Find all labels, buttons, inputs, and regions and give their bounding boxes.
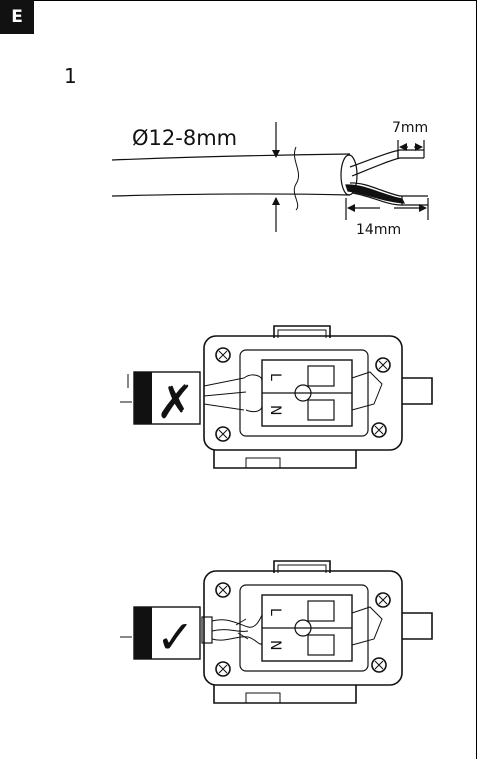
inner-wire-long-insulation <box>345 184 405 204</box>
cable-bottom-edge <box>111 193 351 197</box>
terminal-l-label: L <box>267 608 283 616</box>
cable-top-edge <box>111 153 351 161</box>
long-strip-label: 14mm <box>356 222 401 238</box>
warning-exclamation-icon: ! <box>135 613 155 664</box>
inner-wire-short-lower <box>351 157 424 177</box>
cable-break-mark <box>293 146 300 211</box>
short-strip-label: 7mm <box>392 120 428 136</box>
inner-wire-long <box>349 182 428 197</box>
step-number: 1 <box>64 64 77 88</box>
section-badge: E <box>0 0 34 34</box>
connector-box-correct: L N ! ✓ <box>120 560 433 704</box>
cross-mark-icon: ✗ <box>156 375 195 429</box>
screw-bottom-right <box>371 422 387 438</box>
cable-strip-diagram <box>111 122 429 232</box>
terminal-n-label: N <box>267 405 283 415</box>
warning-exclamation-icon: ! <box>135 378 155 429</box>
screw-top-right <box>375 357 391 373</box>
diameter-label: Ø12-8mm <box>132 126 237 150</box>
center-screw <box>294 384 312 402</box>
screw-bottom-left <box>215 426 231 442</box>
terminal-n-label: N <box>267 640 283 650</box>
check-mark-icon: ✓ <box>156 610 195 664</box>
terminal-l-label: L <box>267 373 283 381</box>
cable-sheath-end <box>340 154 358 196</box>
connector-box-incorrect: L N ! ✗ <box>120 325 433 469</box>
inner-wire-long-lower <box>351 192 428 206</box>
screw-top-left <box>215 347 231 363</box>
